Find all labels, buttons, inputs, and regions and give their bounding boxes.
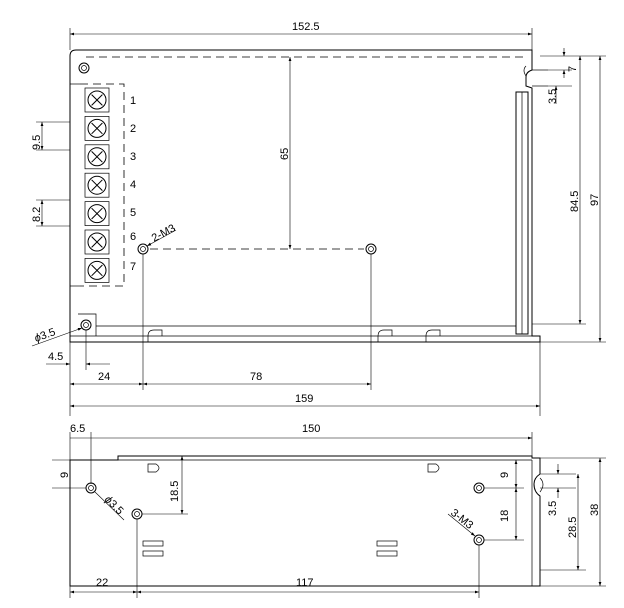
terminal-number-7: 7	[130, 261, 136, 273]
terminal-number-3: 3	[130, 151, 136, 163]
terminal-screw-1	[84, 87, 110, 113]
corner-bracket	[78, 313, 97, 336]
dim-152-5: 152.5	[292, 21, 320, 33]
dim-78: 78	[250, 371, 262, 383]
dim-150: 150	[302, 423, 320, 435]
dim-97: 97	[589, 194, 601, 206]
dim-3-5-bottom: 3.5	[547, 501, 559, 516]
terminal-screw-2	[84, 116, 110, 141]
top-left-hole	[78, 62, 90, 74]
top-view-outline	[69, 49, 541, 343]
terminal-numbers: 1 2 3 4 5 6 7	[130, 95, 136, 273]
bottom-view: 6.5 150 9 ϕ3.5 18.5 3-M3 9 18 3.5	[52, 423, 606, 598]
vent-slot-2	[142, 550, 164, 557]
terminal-block-outline	[80, 83, 125, 287]
terminal-block	[70, 83, 125, 287]
dim-28-5: 28.5	[567, 517, 579, 538]
terminal-number-4: 4	[130, 179, 136, 191]
dim-84-5: 84.5	[569, 191, 581, 212]
terminal-screw-5	[84, 201, 110, 226]
label-phi-3-5-bottom: ϕ3.5	[102, 494, 126, 518]
dim-7: 7	[567, 66, 579, 72]
bottom-m3-hole-1	[131, 508, 143, 520]
label-2-m3: 2-M3	[150, 222, 178, 244]
terminal-screw-6	[84, 229, 110, 255]
terminal-screws	[84, 87, 110, 283]
d-cutout-right	[427, 463, 440, 473]
dim-3-5-top: 3.5	[547, 89, 559, 104]
bottom-m3-hole-3	[473, 534, 485, 546]
base-slot-2	[377, 329, 393, 342]
dim-9-5: 9.5	[31, 135, 43, 150]
bottom-m3-hole-2	[473, 482, 485, 494]
label-phi-3-5-top: ϕ3.5	[33, 326, 57, 345]
vent-slot-3	[376, 540, 398, 547]
base-slot-3	[425, 329, 441, 342]
dim-18: 18	[499, 510, 511, 522]
dim-117: 117	[296, 577, 314, 589]
terminal-screw-4	[84, 172, 110, 198]
dim-22: 22	[96, 577, 108, 589]
dim-4-5: 4.5	[48, 351, 63, 363]
bottom-left-hole-phi	[85, 482, 97, 494]
dim-24: 24	[98, 371, 110, 383]
m3-hole-left	[137, 243, 149, 255]
terminal-number-5: 5	[130, 207, 136, 219]
base-slot-1	[147, 329, 163, 342]
dim-65: 65	[279, 148, 291, 160]
dim-159: 159	[295, 393, 313, 405]
d-cutout-left	[147, 463, 160, 473]
terminal-number-2: 2	[130, 123, 136, 135]
dim-9-left: 9	[59, 472, 71, 478]
top-view: 1 2 3 4 5 6 7 152.5 65	[31, 21, 606, 416]
dim-38: 38	[589, 504, 601, 516]
terminal-number-6: 6	[130, 231, 136, 243]
bottom-view-outline	[69, 455, 541, 587]
dim-6-5: 6.5	[70, 423, 85, 435]
terminal-screw-7	[84, 258, 110, 283]
vent-slot-1	[142, 540, 164, 547]
label-3-m3: 3-M3	[448, 507, 475, 532]
tab-notch	[523, 65, 527, 77]
dim-8-2: 8.2	[31, 207, 43, 222]
terminal-number-1: 1	[130, 95, 136, 107]
dim-9-right: 9	[499, 472, 511, 478]
m3-hole-right	[365, 243, 377, 255]
vent-slot-4	[376, 550, 398, 557]
bottom-left-hole	[80, 319, 92, 331]
dim-18-5: 18.5	[169, 481, 181, 502]
terminal-screw-3	[84, 144, 110, 170]
